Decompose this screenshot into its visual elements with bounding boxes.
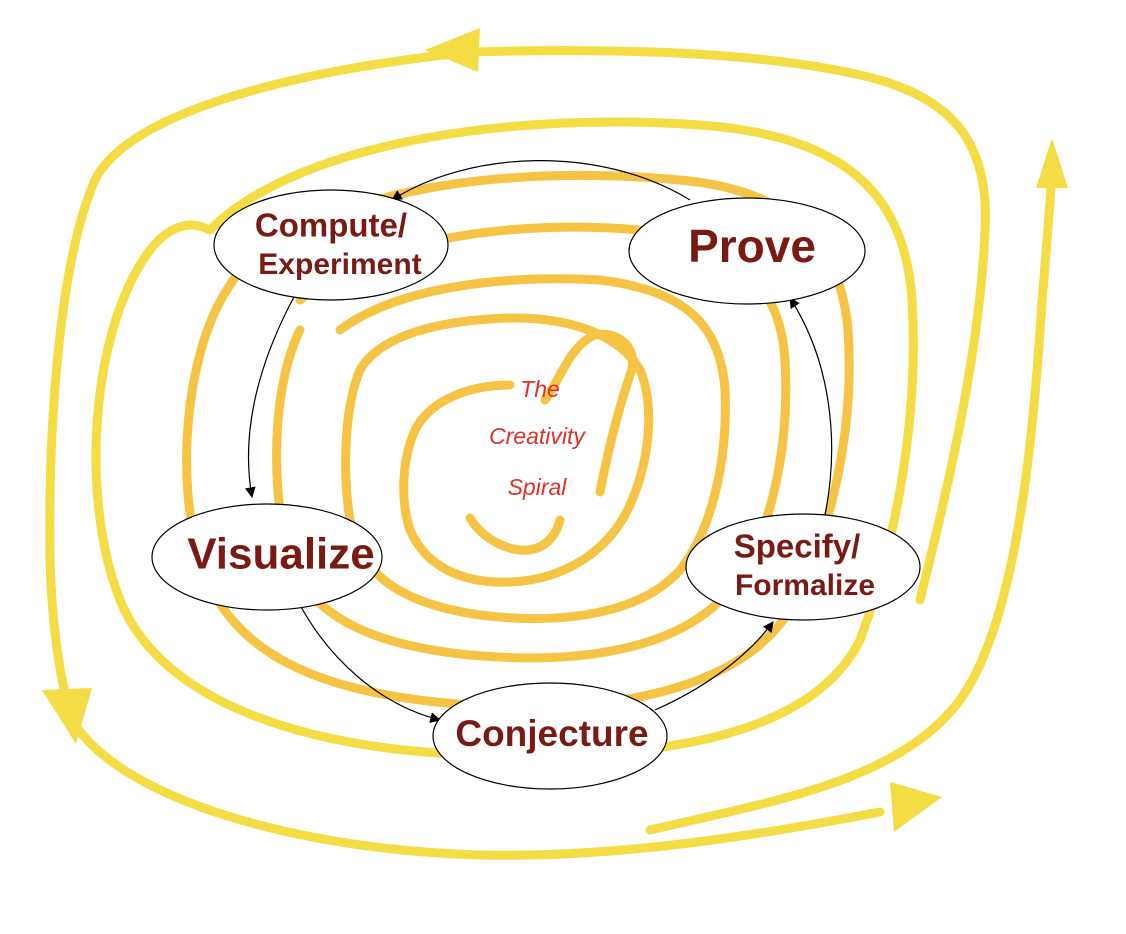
- connector-prove-to-compute: [391, 160, 691, 201]
- spiral-loop-2: [91, 117, 918, 761]
- node-conjecture-ellipse: [432, 682, 668, 790]
- node-specify-ellipse: [685, 513, 921, 621]
- node-prove-ellipse: [628, 197, 866, 305]
- connector-specify-to-prove: [789, 297, 833, 516]
- node-compute-line1: Compute/: [255, 207, 407, 244]
- spiral-strand-bottom: [67, 715, 885, 860]
- spiral-center-curl: [540, 329, 637, 497]
- node-conjecture-label: Conjecture: [455, 713, 648, 754]
- connector-compute-to-visualize: [244, 294, 296, 499]
- node-compute-line2: Experiment: [258, 248, 421, 281]
- spiral-arrowhead-top: [425, 28, 480, 72]
- node-compute-ellipse: [213, 189, 449, 301]
- spiral-strand-top: [465, 46, 990, 605]
- node-prove-label: Prove: [688, 220, 816, 272]
- node-prove: Prove: [628, 197, 866, 305]
- node-specify-line2: Formalize: [735, 569, 875, 602]
- node-specify-formalize: Specify/ Formalize: [685, 513, 921, 621]
- connector-conjecture-to-specify: [654, 621, 774, 711]
- spiral-loop-3: [182, 170, 854, 712]
- node-specify-line1: Specify/: [734, 528, 861, 565]
- cycle-connectors: [244, 160, 833, 723]
- node-compute-experiment: Compute/ Experiment: [213, 189, 449, 301]
- center-label-line2: Creativity: [489, 423, 586, 449]
- center-label: The Creativity Spiral: [489, 376, 586, 500]
- spiral-strand-outer-left: [45, 47, 475, 725]
- node-conjecture: Conjecture: [432, 682, 668, 790]
- node-visualize-ellipse: [151, 503, 383, 611]
- spiral-inner-winding: [355, 313, 654, 587]
- spiral-arrowhead-bottom: [890, 782, 942, 832]
- spiral-center-tail: [465, 513, 565, 555]
- node-visualize: Visualize: [151, 503, 383, 611]
- center-label-line3: Spiral: [508, 474, 568, 500]
- connector-visualize-to-conjecture: [299, 604, 442, 723]
- spiral-strand-outer-right: [645, 165, 1057, 835]
- center-label-line1: The: [520, 376, 560, 402]
- node-visualize-label: Visualize: [187, 530, 375, 579]
- spiral-arrowhead-right: [1036, 138, 1068, 188]
